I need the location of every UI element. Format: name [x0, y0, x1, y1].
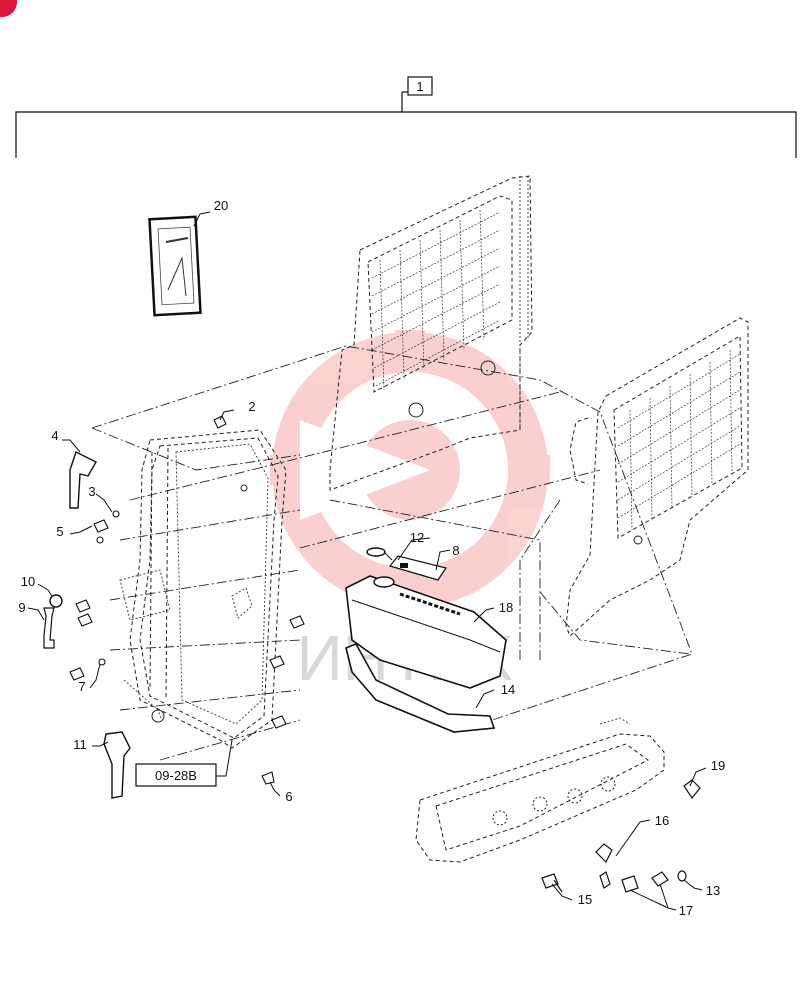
leader-lines — [27, 211, 707, 911]
callout-7: 7 — [78, 679, 85, 694]
callout-8: 8 — [452, 543, 459, 558]
part-18-tank — [345, 575, 507, 689]
part-20-manual — [148, 215, 202, 317]
callout-labels: 20 2 4 3 5 10 9 7 11 6 12 8 18 14 19 16 … — [18, 198, 725, 918]
lower-hardware — [541, 779, 701, 893]
right-side-panel — [565, 317, 749, 637]
callout-2: 2 — [248, 399, 255, 414]
callout-19: 19 — [711, 758, 725, 773]
callout-6: 6 — [285, 789, 292, 804]
callout-9: 9 — [18, 600, 25, 615]
callout-11: 11 — [73, 737, 87, 752]
fasteners — [69, 415, 305, 785]
reference-box: 09-28B — [135, 739, 233, 787]
part-11-handle — [103, 731, 131, 799]
callout-14: 14 — [501, 682, 515, 697]
part-14-strap — [345, 642, 496, 733]
callout-20: 20 — [214, 198, 228, 213]
callout-4: 4 — [51, 428, 58, 443]
part-12-cap — [366, 547, 393, 561]
cab-door-frame — [119, 429, 287, 749]
callout-18: 18 — [499, 600, 513, 615]
corner-badge — [0, 0, 17, 17]
callout-12: 12 — [410, 530, 424, 545]
callout-15: 15 — [578, 892, 592, 907]
callout-16: 16 — [655, 813, 669, 828]
part-8-decal — [388, 555, 447, 581]
callout-13: 13 — [706, 883, 720, 898]
left-rear-panel — [329, 175, 533, 491]
part-4-handle — [69, 451, 97, 509]
assembly-bracket: 1 — [15, 76, 797, 158]
callout-17: 17 — [679, 903, 693, 918]
assembly-number: 1 — [416, 79, 423, 94]
lower-rear-frame — [415, 717, 665, 863]
callout-3: 3 — [88, 484, 95, 499]
phantom-lines — [91, 345, 693, 761]
callout-10: 10 — [21, 574, 35, 589]
callout-5: 5 — [56, 524, 63, 539]
part-10-clip — [49, 594, 63, 608]
part-9-latch — [43, 607, 55, 649]
reference-label: 09-28B — [155, 768, 197, 783]
